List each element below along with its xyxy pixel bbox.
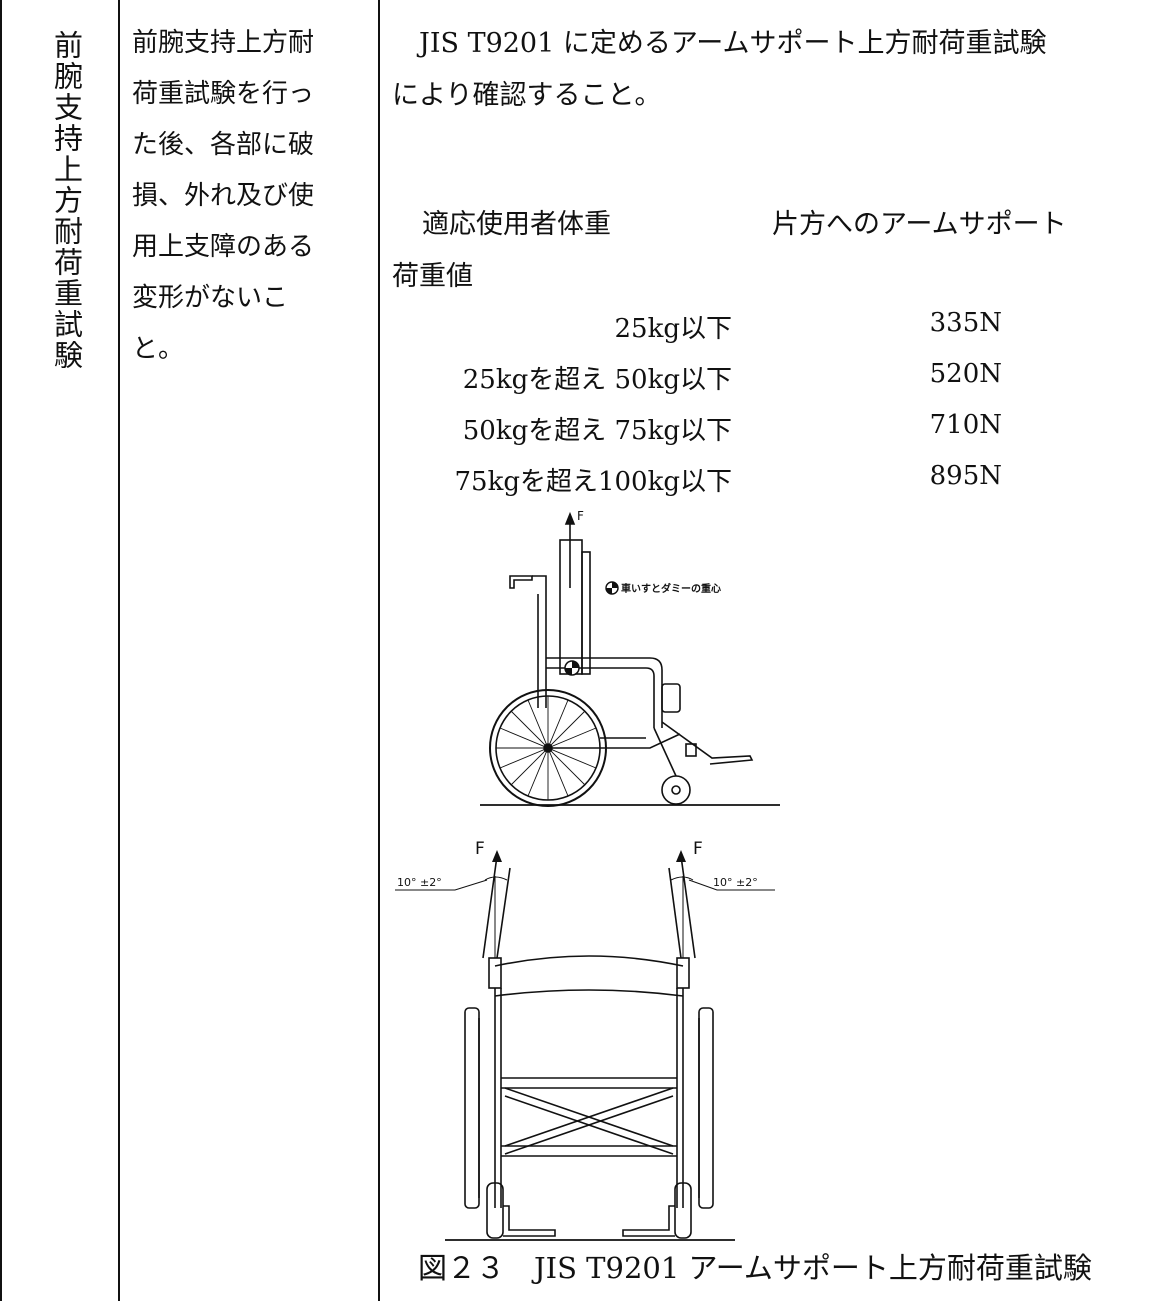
force-label: F [577, 509, 584, 523]
header-load-cont: 荷重値 [392, 261, 473, 292]
table-row: 25kgを超え 50kg以下 520N [392, 359, 1152, 410]
force-label-right: F [693, 839, 703, 859]
arrow-head-icon [492, 850, 502, 862]
column-divider-1 [118, 0, 120, 1301]
load-table: 25kg以下 335N 25kgを超え 50kg以下 520N 50kgを超え … [392, 308, 1152, 512]
figure-caption: 図２３ JIS T9201 アームサポート上方耐荷重試験 [418, 1251, 1092, 1285]
load-value: 895N [929, 461, 1002, 491]
item-title-cell: 前腕支持上方耐荷重試験 [22, 0, 112, 1301]
table-border-left [0, 0, 2, 1301]
load-value: 520N [929, 359, 1002, 389]
weight-range: 25kgを超え 50kg以下 [462, 365, 732, 395]
load-value: 335N [929, 308, 1002, 338]
item-title: 前腕支持上方耐荷重試験 [49, 30, 84, 371]
requirement-cell: 前腕支持上方耐 荷重試験を行っ た後、各部に破 損、外れ及び使 用上支障のある … [132, 18, 372, 375]
method-intro: JIS T9201 に定めるアームサポート上方耐荷重試験 により確認すること。 [392, 28, 1047, 111]
arrow-head-icon [676, 850, 686, 862]
wheelchair-side-view-figure: F 車いすとダミーの重心 [480, 509, 780, 807]
table-row: 50kgを超え 75kg以下 710N [392, 410, 1152, 461]
force-label-left: F [475, 839, 485, 859]
header-load: 片方へのアームサポート [772, 209, 1067, 240]
center-of-gravity-icon [564, 660, 580, 676]
weight-range: 50kgを超え 75kg以下 [462, 416, 732, 446]
load-value: 710N [929, 410, 1002, 440]
table-row: 75kgを超え100kg以下 895N [392, 461, 1152, 512]
weight-range: 25kg以下 [614, 314, 732, 344]
method-cell: JIS T9201 に定めるアームサポート上方耐荷重試験 により確認すること。 … [392, 18, 1158, 497]
legend-cog-icon [605, 581, 619, 595]
weight-range: 75kgを超え100kg以下 [454, 467, 732, 497]
wheelchair-front-view-figure: F F 10° ±2° 10° ±2° [395, 839, 775, 1241]
header-weight: 適応使用者体重 [422, 209, 611, 240]
angle-label-left: 10° ±2° [397, 876, 442, 889]
angle-label-right: 10° ±2° [713, 876, 758, 889]
right-force-arrow [680, 855, 696, 959]
requirement-text: 前腕支持上方耐 荷重試験を行っ た後、各部に破 損、外れ及び使 用上支障のある … [132, 28, 315, 364]
cog-label: 車いすとダミーの重心 [621, 582, 721, 595]
table-row: 25kg以下 335N [392, 308, 1152, 359]
arrow-head-icon [564, 511, 576, 525]
left-force-arrow [482, 855, 498, 959]
column-divider-2 [378, 0, 380, 1301]
